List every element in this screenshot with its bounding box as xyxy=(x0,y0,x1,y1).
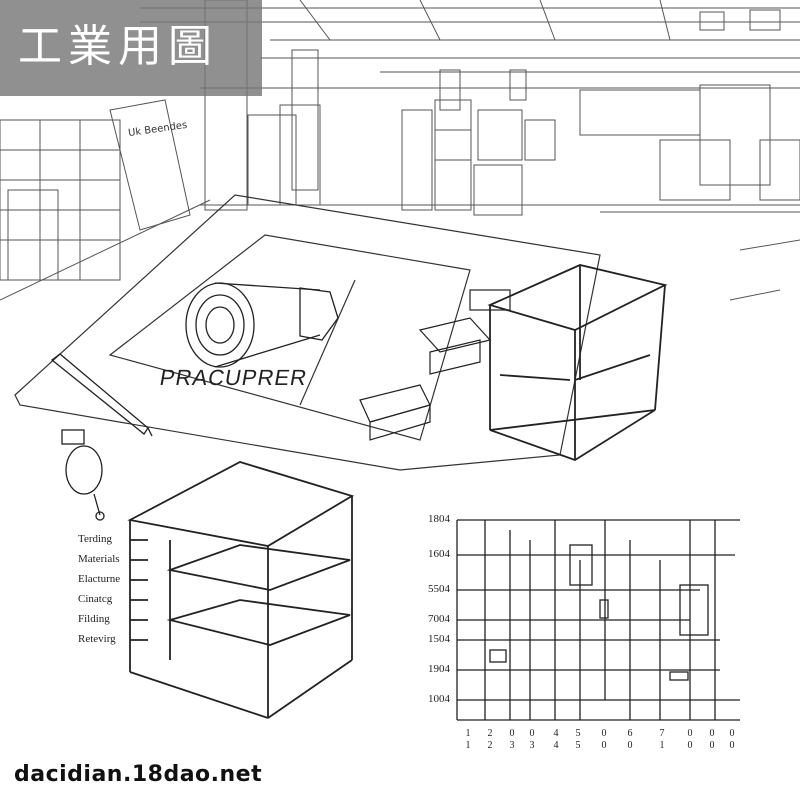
site-watermark: dacidian.18dao.net xyxy=(14,762,263,787)
schematic-column-label: 0 xyxy=(602,728,607,739)
schematic-column-label: 4 xyxy=(554,740,559,751)
schematic-column-label: 0 xyxy=(510,728,515,739)
schematic-column-label: 0 xyxy=(602,740,607,751)
cabinet-label: Filding xyxy=(78,613,110,625)
schematic-column-label: 5 xyxy=(576,740,581,751)
schematic-column-label: 0 xyxy=(730,740,735,751)
schematic-column-label: 7 xyxy=(660,728,665,739)
schematic-row-label: 1504 xyxy=(428,633,450,645)
schematic-diagram xyxy=(456,519,740,721)
page-title: 工業用圖 xyxy=(18,21,218,72)
schematic-column-label: 2 xyxy=(488,728,493,739)
schematic-column-label: 1 xyxy=(466,740,471,751)
schematic-column-label: 1 xyxy=(660,740,665,751)
schematic-column-label: 0 xyxy=(628,740,633,751)
schematic-column-label: 0 xyxy=(530,728,535,739)
schematic-column-label: 0 xyxy=(688,740,693,751)
cabinet-label: Materials xyxy=(78,553,120,565)
factory-background xyxy=(0,0,800,301)
nozzle-drawing xyxy=(185,282,339,368)
screwdriver xyxy=(61,429,105,521)
open-cabinet xyxy=(127,461,355,719)
schematic-row-label: 5504 xyxy=(428,583,450,595)
schematic-column-label: 4 xyxy=(554,728,559,739)
schematic-column-label: 3 xyxy=(530,740,535,751)
schematic-column-label: 1 xyxy=(466,728,471,739)
circuit-parts xyxy=(359,289,511,441)
schematic-column-label: 2 xyxy=(488,740,493,751)
schematic-row-label: 7004 xyxy=(428,613,450,625)
schematic-column-label: 6 xyxy=(628,728,633,739)
schematic-row-label: 1904 xyxy=(428,663,450,675)
title-band xyxy=(0,0,262,96)
pen xyxy=(50,353,153,437)
wireframe-box xyxy=(487,264,668,461)
schematic-row-label: 1804 xyxy=(428,513,450,525)
cabinet-label: Terding xyxy=(78,533,113,545)
schematic-column-label: 0 xyxy=(710,728,715,739)
schematic-row-label: 1604 xyxy=(428,548,450,560)
schematic-column-label: 3 xyxy=(510,740,515,751)
schematic-row-label: 1004 xyxy=(428,693,450,705)
schematic-column-label: 5 xyxy=(576,728,581,739)
cabinet-label: Cinatcg xyxy=(78,593,113,605)
cabinet-label: Elacturne xyxy=(78,573,121,585)
cabinet-label: Retevirg xyxy=(78,633,116,645)
schematic-column-label: 0 xyxy=(730,728,735,739)
schematic-column-label: 0 xyxy=(688,728,693,739)
schematic-column-label: 0 xyxy=(710,740,715,751)
